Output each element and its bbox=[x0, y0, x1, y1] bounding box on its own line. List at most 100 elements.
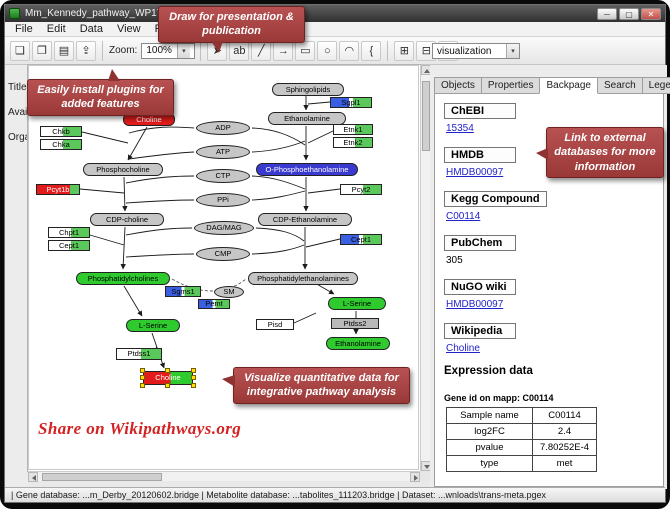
backpage-db-value[interactable]: C00114 bbox=[446, 211, 481, 222]
table-cell: met bbox=[532, 455, 597, 472]
file-button-group: ❏❐▤⇪ bbox=[9, 40, 97, 61]
rect-tool-icon[interactable]: ▭ bbox=[295, 40, 316, 61]
table-cell: type bbox=[446, 455, 533, 472]
pathway-node-sgms1[interactable]: Sgms1 bbox=[165, 286, 201, 297]
pathway-node-ethanolamine[interactable]: Ethanolamine bbox=[268, 112, 346, 125]
sidebar-tabs: ObjectsPropertiesBackpageSearchLegend bbox=[434, 77, 670, 94]
toolbar: ❏❐▤⇪ Zoom: 100% ▾ ➤ab╱→▭○◠{ ⊞⊟⊡ bbox=[5, 37, 665, 65]
menu-item-view[interactable]: View bbox=[116, 23, 141, 35]
pathway-node-sm[interactable]: SM bbox=[214, 286, 244, 298]
pathway-node-cdp-choline[interactable]: CDP-choline bbox=[90, 213, 164, 226]
vertical-scroll-thumb[interactable] bbox=[422, 81, 430, 151]
menubar: FileEditDataViewPluginsHelp bbox=[5, 22, 665, 37]
titlebar: Mm_Kennedy_pathway_WP1771_45176.gpml ─▢✕ bbox=[5, 5, 665, 22]
selection-handle[interactable] bbox=[140, 375, 145, 380]
pathway-node-pemt[interactable]: Pemt bbox=[198, 299, 230, 309]
open-icon[interactable]: ❐ bbox=[32, 40, 52, 61]
brace-tool-icon[interactable]: { bbox=[361, 40, 382, 61]
backpage-db-value[interactable]: HMDB00097 bbox=[446, 299, 504, 310]
line-tool-icon[interactable]: ╱ bbox=[251, 40, 272, 61]
pathway-node-ethanolamine[interactable]: Ethanolamine bbox=[326, 337, 390, 350]
scroll-right-icon[interactable] bbox=[410, 472, 420, 482]
horizontal-scroll-thumb[interactable] bbox=[42, 473, 162, 481]
properties-strip: Title:AvailOrgan bbox=[5, 65, 28, 489]
pathway-node-adp[interactable]: ADP bbox=[196, 121, 250, 135]
visualization-select[interactable]: visualization ▾ bbox=[432, 43, 520, 59]
save-icon[interactable]: ▤ bbox=[54, 40, 74, 61]
share-text: Share on Wikipathways.org bbox=[38, 419, 242, 438]
close-button[interactable]: ✕ bbox=[641, 7, 661, 20]
pathway-node-etnk2[interactable]: Etnk2 bbox=[333, 137, 373, 148]
pathway-node-choline[interactable]: Choline bbox=[140, 368, 196, 388]
chevron-down-icon: ▾ bbox=[506, 44, 519, 58]
pathway-node-ptdss2[interactable]: Ptdss2 bbox=[331, 318, 379, 329]
pathway-node-o-phosphoethanolamine[interactable]: O-Phosphoethanolamine bbox=[256, 163, 358, 176]
pathway-node-cdp-ethanolamine[interactable]: CDP-Ethanolamine bbox=[258, 213, 352, 226]
pathway-node-ppi[interactable]: PPi bbox=[196, 193, 250, 207]
arc-tool-icon[interactable]: ◠ bbox=[339, 40, 360, 61]
color-fill-icon[interactable]: ⊞ bbox=[394, 40, 415, 61]
oval-tool-icon[interactable]: ○ bbox=[317, 40, 338, 61]
pathway-node-chkb[interactable]: Chkb bbox=[40, 126, 82, 137]
pathway-node-pisd[interactable]: Pisd bbox=[256, 319, 294, 330]
pathway-node-phosphatidylethanolamines[interactable]: Phosphatidylethanolamines bbox=[248, 272, 358, 285]
minimize-button[interactable]: ─ bbox=[597, 7, 617, 20]
tab-properties[interactable]: Properties bbox=[480, 77, 541, 94]
pathway-node-sgpl1[interactable]: Sgpl1 bbox=[330, 97, 372, 108]
pathway-node-etnk1[interactable]: Etnk1 bbox=[333, 124, 373, 135]
vertical-scrollbar[interactable] bbox=[420, 65, 431, 471]
export-icon[interactable]: ⇪ bbox=[76, 40, 96, 61]
pathway-node-dag-mag[interactable]: DAG/MAG bbox=[194, 221, 254, 235]
backpage-db-value[interactable]: Choline bbox=[446, 343, 480, 354]
zoom-select[interactable]: 100% ▾ bbox=[141, 42, 196, 59]
pathway-node-chka[interactable]: Chka bbox=[40, 139, 82, 150]
selection-handle[interactable] bbox=[165, 368, 170, 373]
backpage-db-value[interactable]: HMDB00097 bbox=[446, 167, 504, 178]
zoom-value: 100% bbox=[146, 45, 172, 56]
callout-draw: Draw for presentation & publication bbox=[158, 6, 305, 53]
menu-item-data[interactable]: Data bbox=[79, 23, 103, 35]
pathway-node-ptdss1[interactable]: Ptdss1 bbox=[116, 348, 162, 360]
pathway-node-chpt1[interactable]: Chpt1 bbox=[48, 227, 90, 238]
pathway-node-atp[interactable]: ATP bbox=[196, 145, 250, 159]
tab-backpage[interactable]: Backpage bbox=[539, 77, 598, 94]
scrollbar-corner bbox=[420, 471, 430, 481]
label-tool-icon[interactable]: ab bbox=[229, 40, 250, 61]
table-cell: pvalue bbox=[446, 439, 533, 456]
expression-data-heading: Expression data bbox=[444, 365, 533, 377]
pathway-node-phosphocholine[interactable]: Phosphocholine bbox=[83, 163, 163, 176]
selection-handle[interactable] bbox=[191, 375, 196, 380]
pathway-node-ctp[interactable]: CTP bbox=[196, 169, 250, 183]
maximize-button[interactable]: ▢ bbox=[619, 7, 639, 20]
horizontal-scrollbar[interactable] bbox=[28, 471, 420, 482]
pathway-node-cept1[interactable]: Cept1 bbox=[340, 234, 382, 245]
pathway-node-l-serine[interactable]: L-Serine bbox=[328, 297, 386, 310]
arrow-tool-icon[interactable]: → bbox=[273, 40, 294, 61]
menu-item-edit[interactable]: Edit bbox=[46, 23, 66, 35]
tab-legend[interactable]: Legend bbox=[641, 77, 670, 94]
callout-visualize: Visualize quantitative data for integrat… bbox=[222, 367, 410, 404]
backpage-db-value[interactable]: 15354 bbox=[446, 123, 474, 134]
pathway-node-cept1[interactable]: Cept1 bbox=[48, 240, 90, 251]
selection-handle[interactable] bbox=[191, 368, 196, 373]
scroll-left-icon[interactable] bbox=[28, 472, 38, 482]
selection-handle[interactable] bbox=[140, 368, 145, 373]
pathway-node-l-serine[interactable]: L-Serine bbox=[126, 319, 180, 332]
backpage-db-header: Kegg Compound bbox=[444, 191, 547, 207]
pathway-node-sphingolipids[interactable]: Sphingolipids bbox=[272, 83, 344, 96]
tab-objects[interactable]: Objects bbox=[434, 77, 482, 94]
pathway-node-pcyt1b[interactable]: Pcyt1b bbox=[36, 184, 80, 195]
tab-search[interactable]: Search bbox=[596, 77, 643, 94]
pathway-node-cmp[interactable]: CMP bbox=[196, 247, 250, 261]
selection-handle[interactable] bbox=[191, 383, 196, 388]
menu-item-file[interactable]: File bbox=[15, 23, 33, 35]
new-icon[interactable]: ❏ bbox=[10, 40, 30, 61]
selection-handle[interactable] bbox=[165, 383, 170, 388]
backpage-db-header: PubChem bbox=[444, 235, 516, 251]
selection-handle[interactable] bbox=[140, 383, 145, 388]
pathway-node-pcyt2[interactable]: Pcyt2 bbox=[340, 184, 382, 195]
pathway-node-phosphatidylcholines[interactable]: Phosphatidylcholines bbox=[76, 272, 170, 285]
